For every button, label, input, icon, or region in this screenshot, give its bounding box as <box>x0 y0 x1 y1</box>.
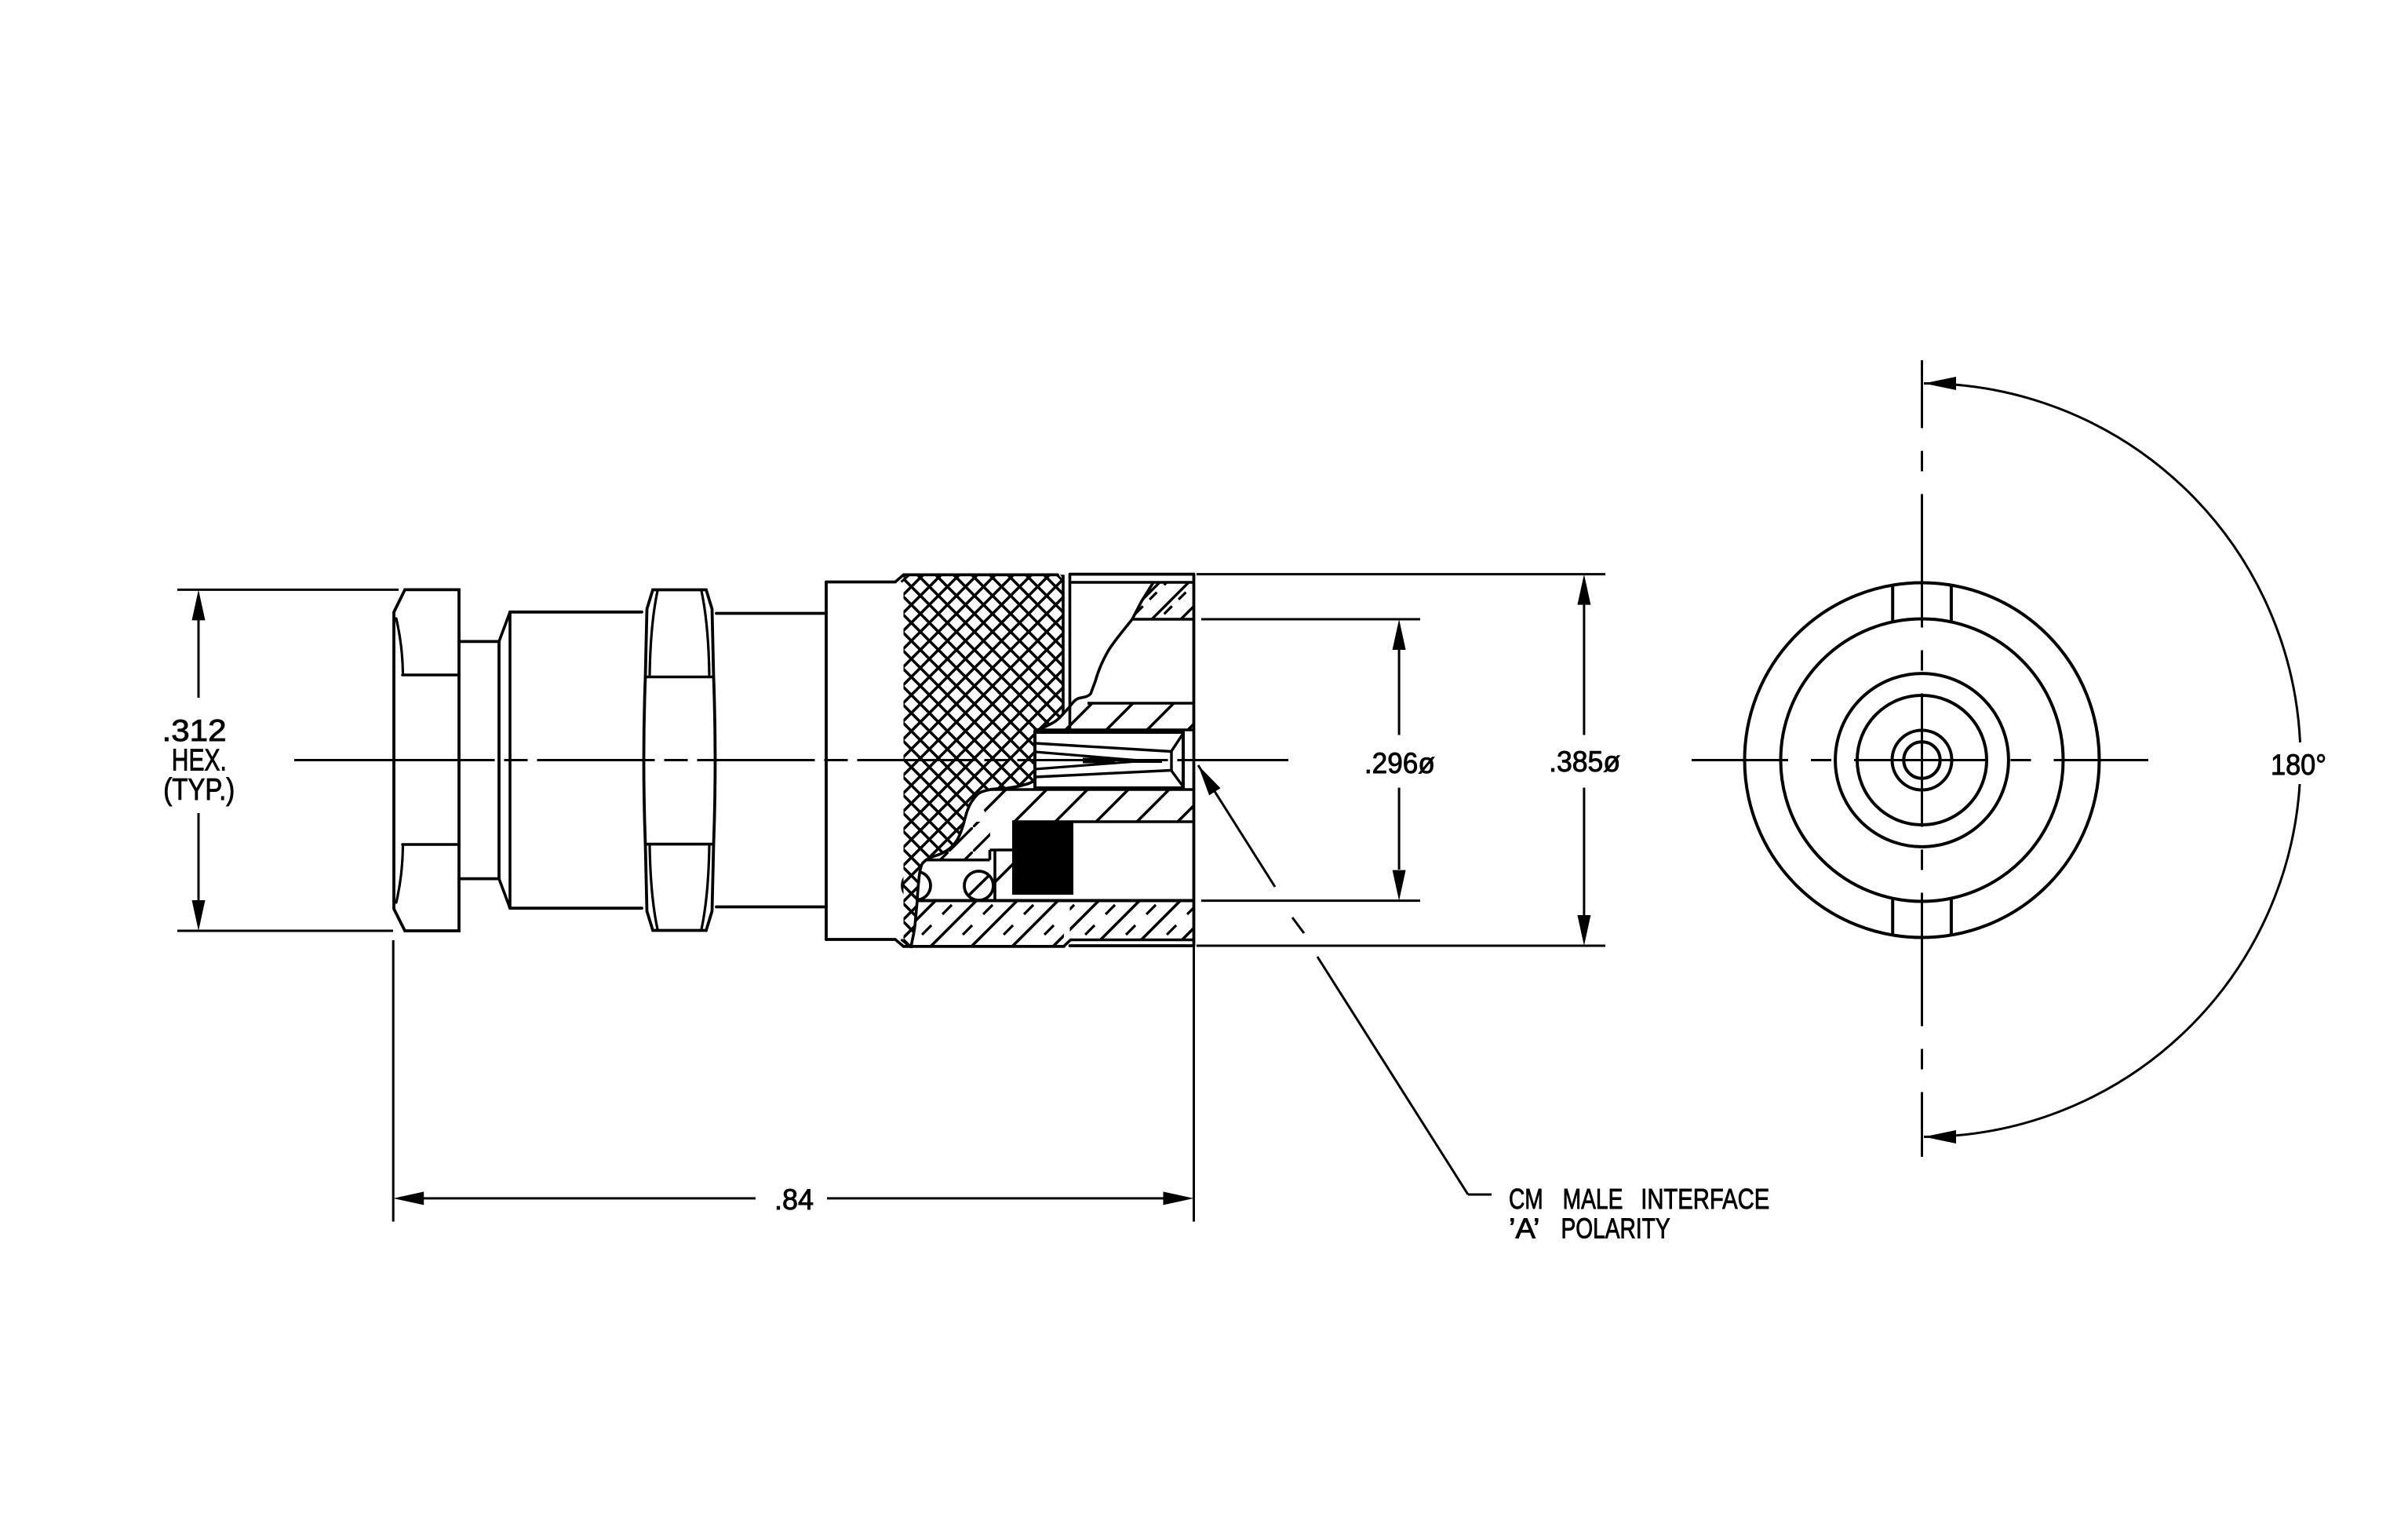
svg-text:’A’: ’A’ <box>1509 1213 1540 1245</box>
svg-text:MALE: MALE <box>1563 1183 1623 1215</box>
svg-text:.312: .312 <box>162 714 227 748</box>
svg-text:(TYP.): (TYP.) <box>163 773 235 807</box>
svg-text:.84: .84 <box>774 1184 814 1216</box>
svg-text:.296ø: .296ø <box>1364 747 1435 779</box>
svg-text:.385ø: .385ø <box>1549 746 1620 778</box>
svg-text:CM: CM <box>1509 1183 1543 1215</box>
svg-text:180°: 180° <box>2271 749 2326 781</box>
svg-text:POLARITY: POLARITY <box>1561 1213 1670 1245</box>
svg-text:INTERFACE: INTERFACE <box>1641 1183 1769 1215</box>
svg-text:HEX.: HEX. <box>172 744 227 778</box>
